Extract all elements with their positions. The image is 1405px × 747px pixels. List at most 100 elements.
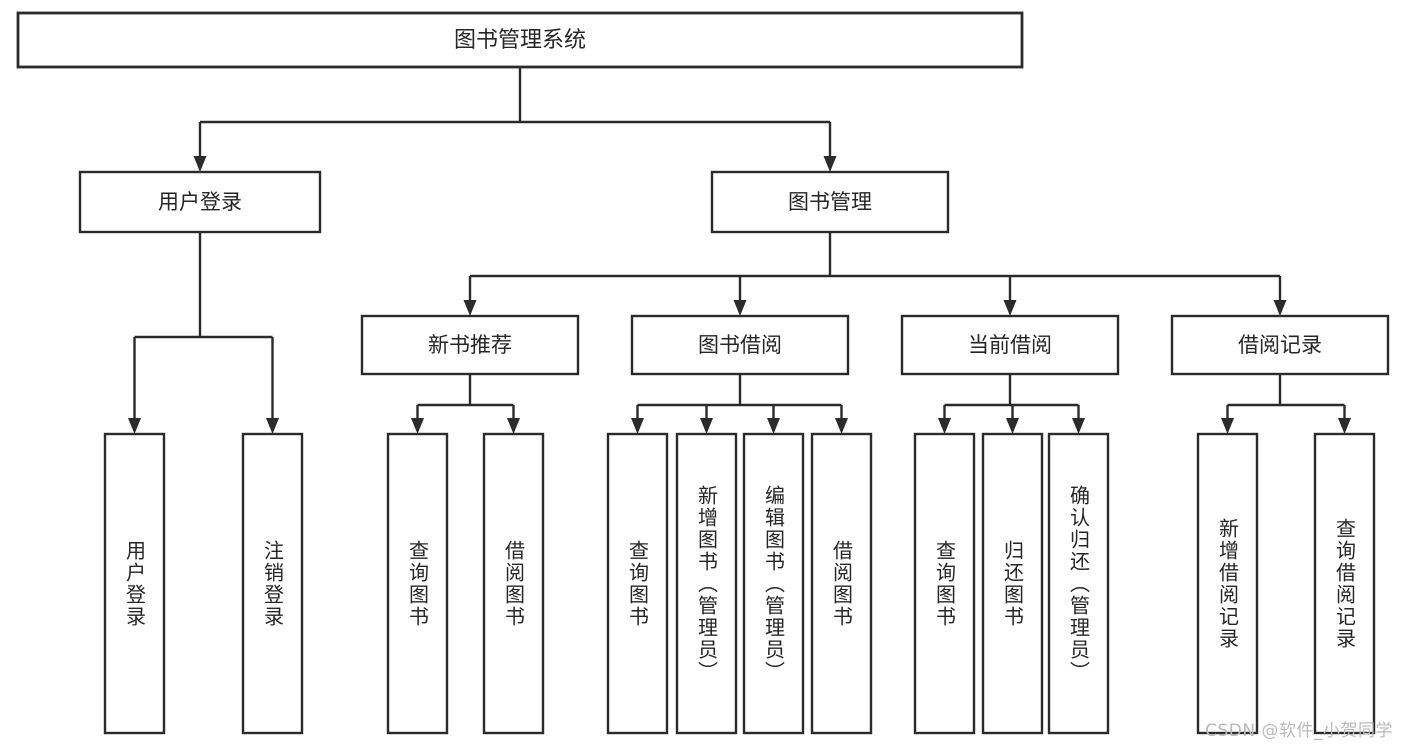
node-label-leaf-add-record: 新增借阅记录 bbox=[1215, 517, 1240, 650]
node-label-leaf-borrow-book: 借阅图书 bbox=[829, 539, 854, 628]
node-box-leaf-edit-book[interactable] bbox=[742, 432, 805, 735]
node-label-holder-leaf-add-record: 新增借阅记录 bbox=[1215, 517, 1240, 650]
node-leaf-user-login[interactable]: 用户登录 bbox=[103, 432, 166, 735]
edge-root-book-manage-arrow-icon bbox=[823, 156, 837, 172]
node-leaf-query-book-rec[interactable]: 查询图书 bbox=[386, 432, 449, 735]
node-label-holder-leaf-query-book-rec: 查询图书 bbox=[405, 539, 430, 628]
edge-user-login-leaf-user-login-arrow-icon bbox=[128, 418, 141, 434]
node-label-leaf-user-logout: 注销登录 bbox=[260, 539, 285, 628]
edge-book-borrow-leaf-edit-book-arrow-icon bbox=[767, 418, 780, 434]
node-label-holder-leaf-user-logout: 注销登录 bbox=[260, 539, 285, 628]
node-label-holder-leaf-query-book-current: 查询图书 bbox=[932, 539, 957, 628]
node-leaf-borrow-book[interactable]: 借阅图书 bbox=[810, 432, 873, 735]
node-current-borrow[interactable]: 当前借阅 bbox=[900, 314, 1120, 376]
node-leaf-borrow-book-rec[interactable]: 借阅图书 bbox=[482, 432, 545, 735]
node-leaf-user-logout[interactable]: 注销登录 bbox=[241, 432, 304, 735]
node-label-leaf-borrow-book-rec: 借阅图书 bbox=[501, 539, 526, 628]
node-leaf-return-book[interactable]: 归还图书 bbox=[981, 432, 1044, 735]
edge-current-borrow-leaf-query-book-current-arrow-icon bbox=[938, 418, 951, 434]
edge-group-book-borrow bbox=[631, 374, 848, 434]
node-box-leaf-query-book-rec[interactable] bbox=[386, 432, 449, 735]
node-label-user-login: 用户登录 bbox=[158, 190, 242, 214]
edge-root-user-login-arrow-icon bbox=[193, 156, 207, 172]
edge-group-new-book-rec bbox=[411, 374, 520, 434]
node-label-holder-leaf-confirm-return: 确认归还（管理员） bbox=[1066, 484, 1091, 683]
node-box-leaf-borrow-book-rec[interactable] bbox=[482, 432, 545, 735]
node-label-root: 图书管理系统 bbox=[454, 28, 586, 53]
node-box-leaf-borrow-book[interactable] bbox=[810, 432, 873, 735]
node-label-leaf-query-book-current: 查询图书 bbox=[932, 539, 957, 628]
node-box-leaf-user-logout[interactable] bbox=[241, 432, 304, 735]
edge-user-login-leaf-user-logout-arrow-icon bbox=[266, 418, 279, 434]
node-leaf-query-book-current[interactable]: 查询图书 bbox=[913, 432, 976, 735]
edge-group-book-manage bbox=[463, 232, 1287, 316]
edge-borrow-record-leaf-query-record-arrow-icon bbox=[1338, 418, 1351, 434]
node-label-leaf-return-book: 归还图书 bbox=[1000, 539, 1025, 628]
node-box-leaf-add-book[interactable] bbox=[675, 432, 738, 735]
edge-new-book-rec-leaf-query-book-rec-arrow-icon bbox=[411, 418, 424, 434]
node-label-book-manage: 图书管理 bbox=[788, 190, 872, 214]
node-label-holder-leaf-return-book: 归还图书 bbox=[1000, 539, 1025, 628]
node-book-manage[interactable]: 图书管理 bbox=[710, 170, 950, 234]
node-box-leaf-user-login[interactable] bbox=[103, 432, 166, 735]
node-label-holder-leaf-add-book: 新增图书（管理员） bbox=[695, 485, 719, 683]
node-label-leaf-query-record: 查询借阅记录 bbox=[1332, 517, 1357, 650]
edge-book-borrow-leaf-borrow-book-arrow-icon bbox=[835, 418, 848, 434]
node-box-leaf-query-book-current[interactable] bbox=[913, 432, 976, 735]
node-label-current-borrow: 当前借阅 bbox=[968, 333, 1052, 357]
node-box-leaf-query-book-borrow[interactable] bbox=[606, 432, 669, 735]
edge-book-manage-book-borrow-arrow-icon bbox=[733, 300, 747, 316]
edge-borrow-record-leaf-add-record-arrow-icon bbox=[1221, 418, 1234, 434]
node-leaf-edit-book[interactable]: 编辑图书（管理员） bbox=[742, 432, 805, 735]
node-box-leaf-query-record[interactable] bbox=[1313, 432, 1376, 735]
edge-current-borrow-leaf-confirm-return-arrow-icon bbox=[1072, 418, 1085, 434]
node-box-current-borrow[interactable] bbox=[900, 314, 1120, 376]
edge-book-borrow-leaf-add-book-arrow-icon bbox=[700, 418, 713, 434]
node-leaf-confirm-return[interactable]: 确认归还（管理员） bbox=[1047, 432, 1110, 735]
node-label-leaf-query-book-rec: 查询图书 bbox=[405, 539, 430, 628]
node-box-leaf-return-book[interactable] bbox=[981, 432, 1044, 735]
edge-book-manage-borrow-record-arrow-icon bbox=[1273, 300, 1287, 316]
edge-group-root bbox=[193, 67, 837, 172]
node-box-user-login[interactable] bbox=[78, 170, 322, 234]
edges-layer bbox=[128, 67, 1351, 434]
node-label-holder-leaf-borrow-book: 借阅图书 bbox=[829, 539, 854, 628]
node-borrow-record[interactable]: 借阅记录 bbox=[1170, 314, 1390, 376]
node-leaf-query-book-borrow[interactable]: 查询图书 bbox=[606, 432, 669, 735]
edge-group-user-login bbox=[128, 232, 279, 434]
node-label-borrow-record: 借阅记录 bbox=[1238, 333, 1322, 357]
edge-new-book-rec-leaf-borrow-book-rec-arrow-icon bbox=[507, 418, 520, 434]
node-box-leaf-confirm-return[interactable] bbox=[1047, 432, 1110, 735]
node-book-borrow[interactable]: 图书借阅 bbox=[630, 314, 850, 376]
node-label-new-book-rec: 新书推荐 bbox=[428, 333, 512, 357]
edge-group-current-borrow bbox=[938, 374, 1085, 434]
node-label-holder-leaf-borrow-book-rec: 借阅图书 bbox=[501, 539, 526, 628]
edge-current-borrow-leaf-return-book-arrow-icon bbox=[1006, 418, 1019, 434]
node-label-leaf-user-login: 用户登录 bbox=[122, 539, 147, 628]
node-label-leaf-confirm-return: 确认归还（管理员） bbox=[1066, 484, 1091, 683]
node-box-root[interactable] bbox=[16, 11, 1024, 69]
node-new-book-rec[interactable]: 新书推荐 bbox=[360, 314, 580, 376]
node-label-book-borrow: 图书借阅 bbox=[698, 333, 782, 357]
node-box-leaf-add-record[interactable] bbox=[1196, 432, 1259, 735]
node-label-holder-leaf-query-record: 查询借阅记录 bbox=[1332, 517, 1357, 650]
node-box-new-book-rec[interactable] bbox=[360, 314, 580, 376]
edge-group-borrow-record bbox=[1221, 374, 1351, 434]
node-label-holder-leaf-edit-book: 编辑图书（管理员） bbox=[761, 484, 786, 683]
edge-book-borrow-leaf-query-book-borrow-arrow-icon bbox=[631, 418, 644, 434]
node-label-leaf-edit-book: 编辑图书（管理员） bbox=[761, 484, 786, 683]
node-label-leaf-query-book-borrow: 查询图书 bbox=[625, 539, 650, 628]
node-leaf-query-record[interactable]: 查询借阅记录 bbox=[1313, 432, 1376, 735]
node-root[interactable]: 图书管理系统 bbox=[16, 11, 1024, 69]
node-user-login[interactable]: 用户登录 bbox=[78, 170, 322, 234]
node-box-borrow-record[interactable] bbox=[1170, 314, 1390, 376]
node-box-book-manage[interactable] bbox=[710, 170, 950, 234]
node-label-holder-leaf-query-book-borrow: 查询图书 bbox=[625, 539, 650, 628]
edge-book-manage-current-borrow-arrow-icon bbox=[1003, 300, 1017, 316]
node-leaf-add-record[interactable]: 新增借阅记录 bbox=[1196, 432, 1259, 735]
node-box-book-borrow[interactable] bbox=[630, 314, 850, 376]
node-leaf-add-book[interactable]: 新增图书（管理员） bbox=[675, 432, 738, 735]
node-label-holder-leaf-user-login: 用户登录 bbox=[122, 539, 147, 628]
